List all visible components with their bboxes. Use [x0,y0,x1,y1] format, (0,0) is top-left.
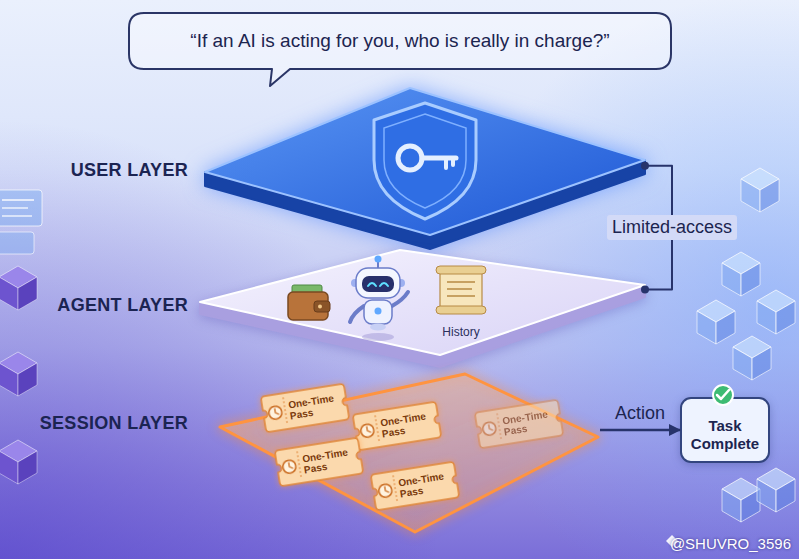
ticket-perforation [497,413,501,441]
icon-caption: History [442,325,479,339]
layer-label: AGENT LAYER [57,295,188,315]
layer-plate-shape [205,85,645,250]
clock-icon [282,459,297,474]
scroll-icon [436,266,486,314]
one-time-pass-ticket: One-Time Pass [353,402,442,451]
left-panels [0,190,42,254]
clock-icon [378,483,393,498]
label-holder: USER LAYER [71,160,188,181]
label-holder: @SHUVRO_3596 [670,535,791,553]
plate-top [220,374,598,532]
left-purple-cubes [0,266,37,484]
clock-hands [385,486,389,492]
quote-text: “If an AI is acting for you, who is real… [190,30,609,52]
one-time-pass-ticket: One-Time Pass [475,400,564,449]
user-layer-plate: USER LAYER [205,85,645,250]
one-time-pass-ticket: One-Time Pass [261,384,350,433]
ticket-outline [371,462,460,511]
plate-top [200,250,645,355]
agent-layer-plate: AGENT LAYERHistory [200,250,645,370]
edge-label-holder: Limited-access [607,215,737,240]
clock-hands [367,426,371,432]
watermark: @SHUVRO_3596 [670,535,791,552]
clock-icon [360,423,375,438]
one-time-pass-ticket: One-Time Pass [275,438,364,487]
one-time-pass-ticket: One-Time Pass [371,462,460,511]
connector-dot [641,286,649,294]
task-box: Task Complete [680,397,770,463]
task-text: Task Complete [686,417,764,453]
session-layer-plate: SESSION LAYEROne-Time PassOne-Time PassO… [215,372,600,537]
check-badge [713,385,733,405]
ticket-perforation [283,397,287,425]
clock-icon [482,421,497,436]
connector-dot [641,162,649,170]
plate-top [205,88,645,235]
ticket-outline [475,400,564,449]
layer-label: SESSION LAYER [40,413,188,433]
ticket-perforation [297,451,301,479]
ticket-outline [261,384,350,433]
layer-label: USER LAYER [71,160,188,180]
speech-bubble-outline [129,13,671,86]
edge-label-holder: Action [615,403,665,424]
speech-bubble: “If an AI is acting for you, who is real… [128,12,672,70]
ticket-outline [275,438,364,487]
clock-hands [489,424,493,430]
clock-hands [289,462,293,468]
clock-icon [268,405,283,420]
clock-hands [275,408,279,414]
label-holder: AGENT LAYER [57,295,188,316]
edge-label: Action [615,403,665,424]
label-holder: History [442,322,479,340]
ticket-perforation [375,415,379,443]
layer-plate-shape [200,250,645,370]
edge-label: Limited-access [607,215,737,240]
label-holder: SESSION LAYER [40,413,188,434]
ticket-outline [353,402,442,451]
ticket-perforation [393,475,397,503]
task-box-outline [681,398,769,462]
arrow-connector [600,429,680,432]
